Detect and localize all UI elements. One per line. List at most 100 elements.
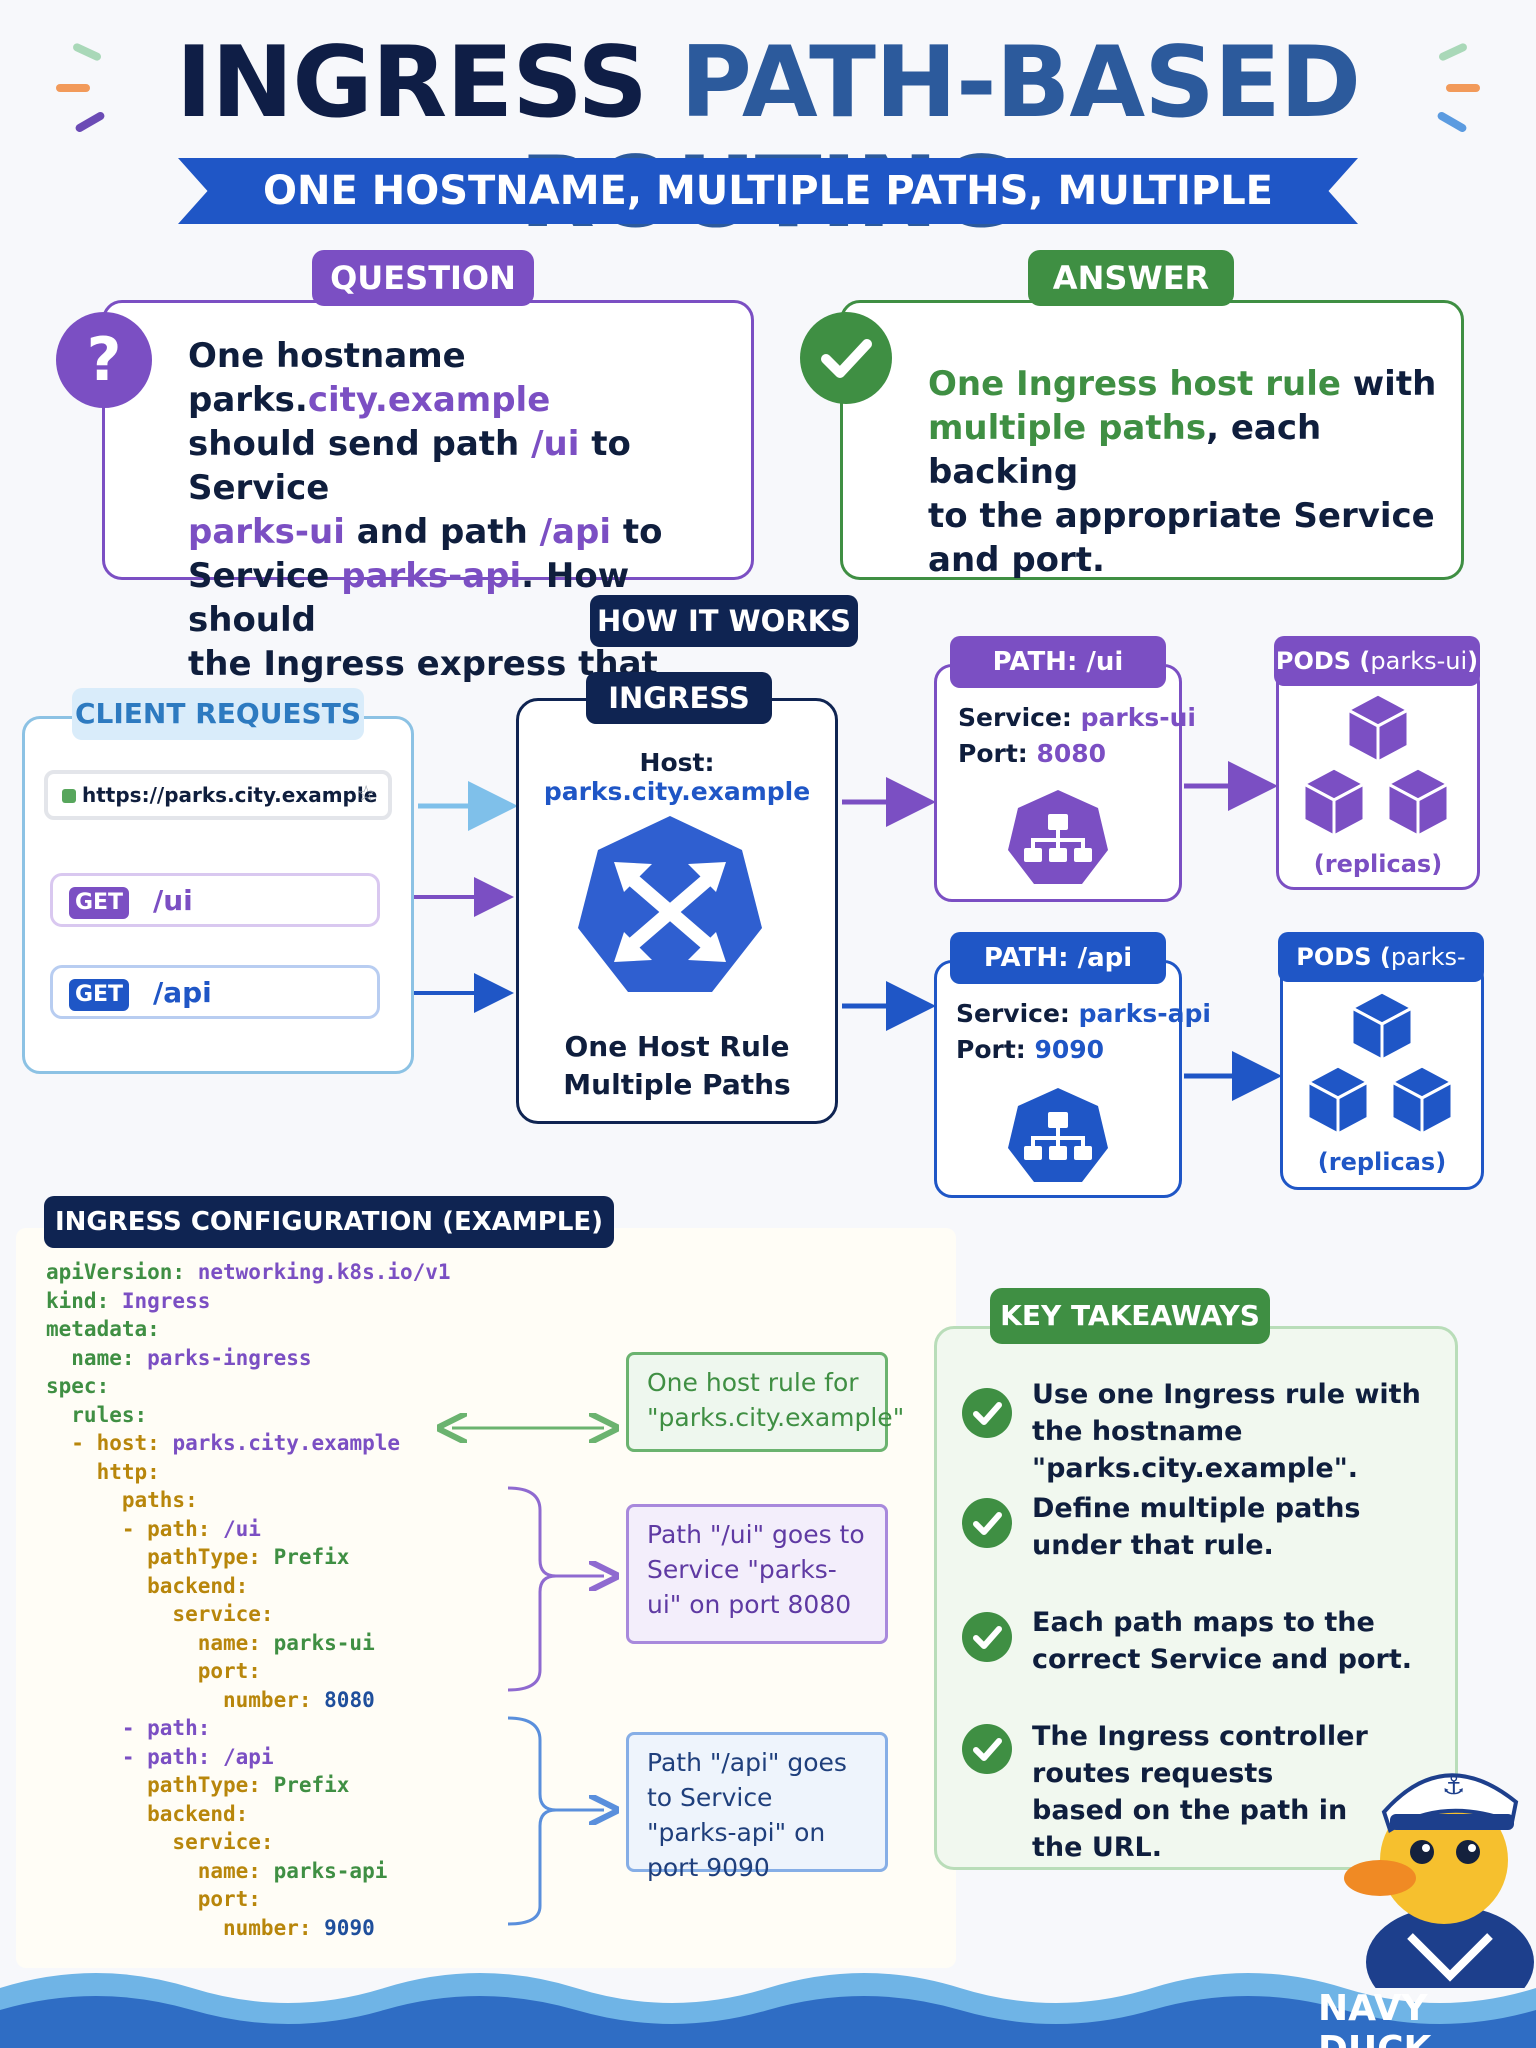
code-token: parks-ui [273,1630,375,1655]
code-line: kind: Ingress [46,1287,451,1316]
pods-label-text: PODS ( [1275,647,1371,675]
check-icon [962,1612,1012,1662]
code-token: number: [46,1687,325,1712]
code-token: - host: [46,1431,173,1455]
code-token: - path: [46,1744,224,1769]
service-value: parks-ui [1080,703,1197,732]
star-icon: ☆ [356,782,376,807]
takeaways-box [934,1326,1458,1870]
code-line: http: [46,1458,451,1487]
pods-api-label: PODS (parks-api) [1278,932,1484,1021]
code-line: apiVersion: networking.k8s.io/v1 [46,1258,451,1287]
service-label: Service: [956,999,1070,1028]
route-api-label: PATH: /api [950,932,1166,984]
service-api-icon [1008,1088,1108,1182]
code-token: parks-api [273,1858,388,1883]
code-line: - path: [46,1714,451,1743]
pods-label-name: parks-ui [1370,647,1468,675]
note-ui-path: Path "/ui" goes to Service "parks-ui" on… [626,1504,888,1644]
code-token: parks.city.example [172,1431,401,1455]
question-box [102,300,754,580]
code-token: name: [46,1630,274,1655]
code-line: name: parks-ingress [46,1344,451,1373]
code-token: - path: [46,1516,224,1541]
code-token: pathType: [46,1773,274,1797]
pods-api-replicas: (replicas) [1317,1148,1447,1176]
port-value: 9090 [1034,1035,1105,1064]
browser-url-bar[interactable]: https://parks.city.example ☆ [44,770,392,820]
route-ui-label: PATH: /ui [950,636,1166,688]
text-segment: /api [539,512,611,552]
text-segment: multiple paths [928,408,1207,448]
how-it-works-label: HOW IT WORKS [590,595,858,647]
text-line: Service parks-api. How should [188,554,748,642]
code-token: Prefix [273,1773,350,1797]
text-line: should send path /ui to Service [188,422,748,510]
pod-cubes-ui-icon [1302,692,1450,838]
code-token: name: [46,1345,148,1370]
code-token: networking.k8s.io/v1 [197,1260,451,1284]
ingress-host: Host: parks.city.example [516,748,838,806]
pods-label-text: PODS ( [1296,943,1391,971]
code-token: spec: [46,1374,110,1398]
code-token: pathType: [46,1545,274,1569]
text-segment: . How should [188,556,630,640]
wave-decoration [0,1973,1536,2048]
pods-label-text: ) [1467,647,1479,675]
caption-line: Multiple Paths [563,1068,791,1101]
text-segment: parks-ui [188,512,345,552]
config-annotation-arrows [0,0,960,1926]
code-line: name: parks-api [46,1857,451,1886]
sparkle-decoration [56,84,90,92]
answer-box [840,300,1464,580]
text-segment: and path [344,512,540,552]
note-api-path: Path "/api" goes to Service "parks-api" … [626,1732,888,1882]
code-line: name: parks-ui [46,1629,451,1658]
code-token: name: [46,1858,274,1883]
service-ui-icon [1008,790,1108,884]
code-token: rules: [46,1402,148,1427]
code-token: kind: [46,1288,122,1313]
code-token: port: [46,1887,261,1911]
title-part-1: INGRESS [175,26,648,140]
text-segment: to Service [188,424,631,508]
code-token: metadata: [46,1317,160,1341]
check-icon [800,312,892,404]
question-icon: ? [56,312,152,408]
text-line: multiple paths, each backing [928,406,1448,494]
navy-duck-mascot-icon: ⚓ [1344,1771,1534,1988]
request-path: /ui [153,884,193,917]
text-line: to the appropriate Service [928,494,1448,538]
client-requests-label: CLIENT REQUESTS [72,688,364,740]
text-line: and port. [928,538,1448,582]
check-icon [962,1724,1012,1774]
takeaway-item: Each path maps to the correct Service an… [1032,1607,1412,1675]
code-line: backend: [46,1572,451,1601]
request-path: /api [153,976,212,1009]
code-token: /api [223,1744,274,1769]
question-label: QUESTION [312,250,534,306]
port-value: 8080 [1036,739,1107,768]
note-host-rule: One host rule for "parks.city.example" [626,1352,904,1452]
code-line: - path: /api [46,1743,451,1772]
method-badge: GET [69,887,129,919]
check-icon [962,1498,1012,1548]
answer-label: ANSWER [1028,250,1234,306]
subtitle-banner: ONE HOSTNAME, MULTIPLE PATHS, MULTIPLE S… [178,158,1358,224]
text-line: parks-ui and path /api to [188,510,748,554]
method-badge: GET [69,979,129,1011]
code-line: - host: parks.city.example [46,1429,451,1458]
request-get-api: GET /api [50,965,380,1019]
ingress-router-icon [578,816,762,992]
code-token: backend: [46,1573,249,1598]
check-icon [962,1388,1012,1438]
code-line: service: [46,1828,451,1857]
code-line: spec: [46,1372,451,1401]
code-token: number: [46,1915,325,1940]
text-line: One hostname parks.city.example [188,334,748,422]
code-token: parks-ingress [147,1345,312,1370]
text-segment: to the appropriate Service [928,496,1435,536]
takeaway-item: The Ingress controller routes requests b… [1032,1721,1368,1863]
